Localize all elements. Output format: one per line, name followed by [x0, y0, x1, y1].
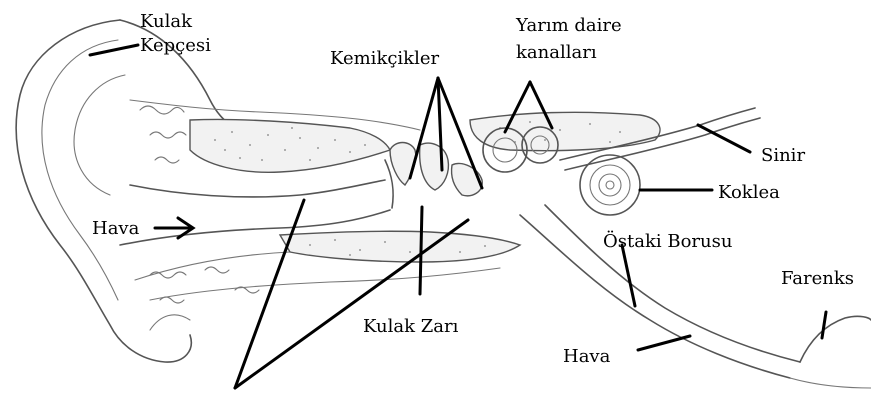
label-pinna-line1: Kulak — [140, 11, 193, 32]
label-pinna-line2: Kepçesi — [140, 35, 211, 56]
leader-air-lower — [638, 336, 690, 350]
label-canals-line1: Yarım daire — [515, 15, 622, 36]
label-nerve: Sinir — [761, 145, 805, 166]
label-air-outer: Hava — [92, 218, 140, 239]
label-cochlea: Koklea — [718, 182, 780, 203]
leader-eardrum — [420, 207, 422, 294]
label-eustachian-tube: Östaki Borusu — [603, 229, 732, 252]
temporal-bone-lower — [280, 231, 520, 262]
label-ossicles: Kemikçikler — [330, 48, 440, 69]
leader-eustachian — [622, 245, 635, 306]
eardrum-shape — [385, 160, 393, 208]
label-air-lower: Hava — [563, 346, 611, 367]
leader-pinna — [90, 45, 138, 55]
temporal-bone-upper — [190, 119, 390, 172]
label-pharynx: Farenks — [781, 268, 854, 289]
leader-pharynx — [822, 312, 826, 338]
pinna-outline — [16, 20, 290, 362]
label-canals-line2: kanalları — [516, 42, 597, 63]
label-eardrum: Kulak Zarı — [363, 316, 459, 337]
pharynx-shape — [790, 316, 871, 388]
inner-ear-bone — [470, 112, 660, 150]
